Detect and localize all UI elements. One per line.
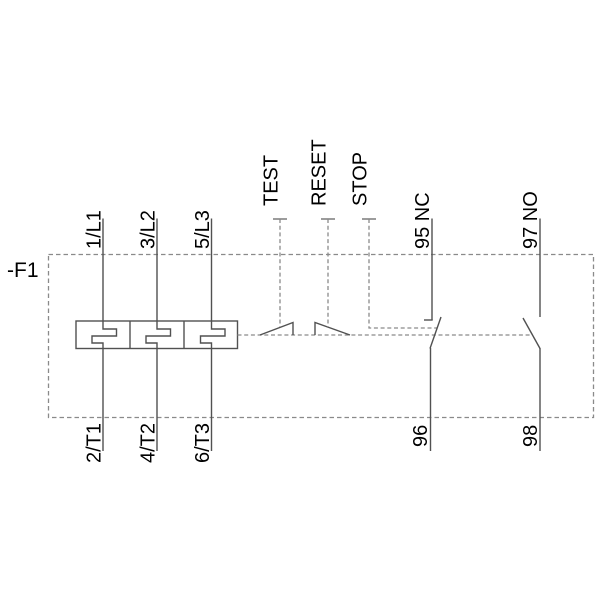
- terminal-label-95NC: 95 NC: [412, 192, 434, 249]
- no-contact-lever: [522, 317, 541, 349]
- terminal-label-97NO: 97 NO: [520, 191, 542, 249]
- pole-3-conductor-heater: [199, 218, 226, 451]
- terminal-label-2T1: 2/T1: [84, 423, 106, 463]
- pole-1-conductor-heater: [91, 218, 118, 451]
- device-label: -F1: [7, 259, 39, 282]
- nc-contact-lever: [429, 316, 442, 349]
- test-button-label: TEST: [261, 155, 283, 206]
- terminal-label-96: 96: [410, 425, 432, 447]
- terminal-label-5L3: 5/L3: [192, 210, 214, 249]
- pole-2-conductor-heater: [145, 218, 172, 451]
- device-dashed-enclosure: [47, 253, 595, 419]
- terminal-label-1L1: 1/L1: [84, 210, 106, 249]
- stop-button-label: STOP: [350, 152, 372, 206]
- terminal-label-6T3: 6/T3: [192, 423, 214, 463]
- terminal-label-4T2: 4/T2: [138, 423, 160, 463]
- terminal-label-98: 98: [520, 425, 542, 447]
- terminal-label-3L2: 3/L2: [138, 210, 160, 249]
- stop-button-linkage: [368, 219, 437, 329]
- test-cam-triangle: [259, 321, 294, 336]
- reset-cam-triangle: [314, 321, 351, 336]
- reset-button-label: RESET: [309, 139, 331, 206]
